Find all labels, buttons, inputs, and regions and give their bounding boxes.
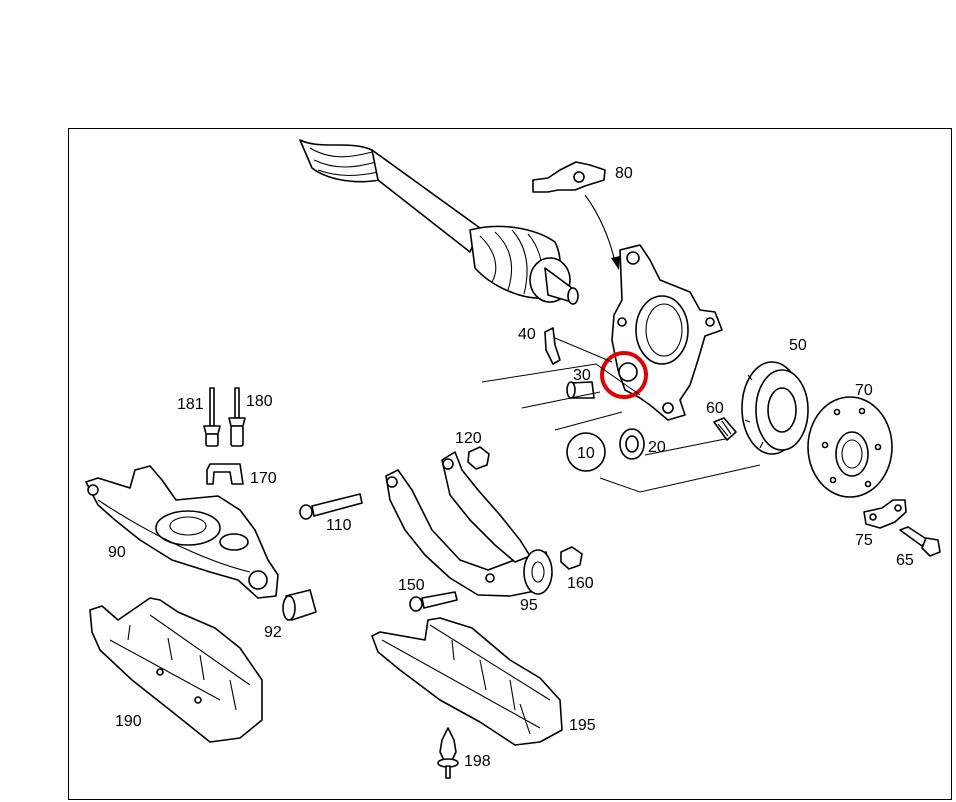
clip-40[interactable]: [544, 327, 613, 365]
label-10: 10: [577, 445, 595, 462]
label-65: 65: [896, 552, 914, 569]
control-arm-95[interactable]: [385, 451, 553, 597]
label-95: 95: [520, 597, 538, 614]
label-180: 180: [246, 393, 273, 410]
callout-lines: [481, 363, 761, 493]
label-170: 170: [250, 470, 277, 487]
label-50: 50: [789, 337, 807, 354]
bolt-110[interactable]: [299, 493, 363, 520]
label-60: 60: [706, 400, 724, 417]
label-195: 195: [569, 717, 596, 734]
bolt-60[interactable]: [713, 417, 737, 441]
label-160: 160: [567, 575, 594, 592]
clip-198[interactable]: [437, 727, 459, 779]
wheel-carrier[interactable]: [611, 244, 723, 421]
label-181: 181: [177, 396, 204, 413]
label-30: 30: [573, 367, 591, 384]
label-75: 75: [855, 532, 873, 549]
bracket-80[interactable]: [532, 161, 620, 270]
bushing-92[interactable]: [282, 589, 317, 621]
diagram-frame: [68, 128, 952, 800]
label-90: 90: [108, 544, 126, 561]
nut-160[interactable]: [560, 546, 583, 570]
bolt-181[interactable]: [203, 387, 221, 447]
highlight-circle: [600, 351, 648, 399]
wheel-bearing-50[interactable]: [741, 361, 809, 455]
label-80: 80: [615, 165, 633, 182]
bolt-150[interactable]: [409, 591, 458, 612]
nut-120[interactable]: [467, 446, 490, 470]
bracket-75[interactable]: [863, 499, 907, 529]
bolt-65[interactable]: [899, 526, 941, 557]
part-10-ring[interactable]: [566, 432, 606, 472]
label-70: 70: [855, 382, 873, 399]
label-110: 110: [326, 517, 352, 534]
bushing-20[interactable]: [619, 428, 645, 460]
cover-190[interactable]: [89, 597, 263, 743]
drive-shaft[interactable]: [299, 139, 579, 305]
hub-flange-70[interactable]: [807, 396, 893, 498]
spring-link-90[interactable]: [85, 465, 279, 599]
label-92: 92: [264, 624, 282, 641]
label-198: 198: [464, 753, 491, 770]
label-150: 150: [398, 577, 425, 594]
label-190: 190: [115, 713, 142, 730]
clip-170[interactable]: [206, 463, 244, 485]
cover-195[interactable]: [371, 617, 563, 746]
label-40: 40: [518, 326, 536, 343]
label-120: 120: [455, 430, 482, 447]
label-20: 20: [648, 439, 666, 456]
bolt-180[interactable]: [228, 387, 246, 447]
